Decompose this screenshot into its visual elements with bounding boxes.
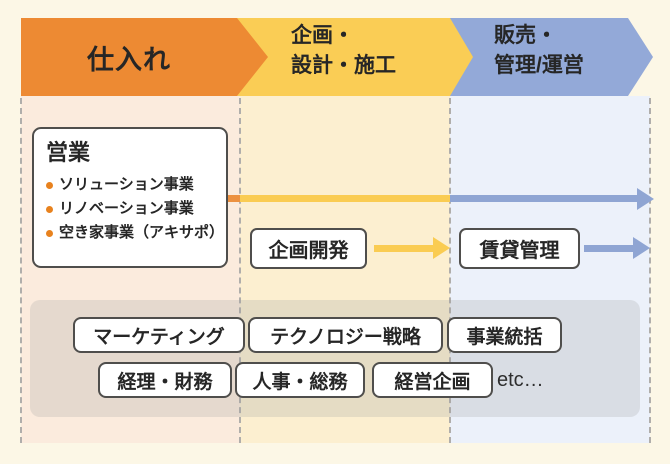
- stage-title-sales-management: 販売・ 管理/運営: [494, 21, 584, 81]
- flow-arrow2-blue-head-icon: [633, 237, 650, 259]
- rental-management-box: 賃貸管理: [459, 228, 580, 269]
- list-item-vacant-house-business: 空き家事業（アキサポ）: [46, 221, 224, 245]
- bullet-icon: [46, 181, 53, 189]
- stage-chevron-purchasing: [21, 18, 268, 96]
- sales-department-box: 営業 ソリューション事業 リノベーション事業 空き家事業（アキサポ）: [32, 127, 228, 268]
- list-item-solution-business: ソリューション事業: [46, 173, 215, 197]
- stage-title-planning-design: 企画・ 設計・施工: [291, 21, 396, 81]
- column-divider: [649, 98, 651, 443]
- stage-chevron-planning-design: [237, 18, 473, 96]
- support-box-corporate-planning: 経営企画: [372, 362, 493, 398]
- flow-arrow2-yellow-head-icon: [433, 237, 450, 259]
- list-item-label: リノベーション事業: [59, 200, 194, 217]
- flow-arrow2-yellow-segment: [374, 245, 434, 252]
- stage-chevrons: [21, 18, 653, 96]
- list-item-renovation-business: リノベーション事業: [46, 197, 215, 221]
- bullet-icon: [46, 229, 53, 237]
- list-item-label: ソリューション事業: [59, 176, 194, 193]
- support-box-hr-general-affairs: 人事・総務: [235, 362, 365, 398]
- stage-title-line2: 設計・施工: [291, 54, 396, 77]
- planning-development-box: 企画開発: [250, 228, 367, 269]
- flow-arrow1-orange-segment: [228, 195, 240, 202]
- flow-arrow1-blue-segment: [450, 195, 637, 202]
- column-divider: [449, 98, 451, 443]
- support-box-business-supervision: 事業統括: [447, 317, 562, 353]
- support-box-marketing: マーケティング: [73, 317, 245, 353]
- column-divider: [239, 98, 241, 443]
- support-box-technology-strategy: テクノロジー戦略: [248, 317, 443, 353]
- stage-title-line2: 管理/運営: [494, 54, 584, 77]
- etc-label: etc…: [497, 368, 544, 391]
- sales-box-title: 営業: [46, 140, 91, 165]
- column-divider: [20, 98, 22, 443]
- flow-arrow2-blue-segment: [584, 245, 634, 252]
- stage-title-line1: 販売・: [494, 24, 557, 47]
- support-box-accounting-finance: 経理・財務: [98, 362, 232, 398]
- list-item-label: 空き家事業（アキサポ）: [59, 224, 225, 241]
- flow-arrow1-head-icon: [637, 188, 654, 210]
- stage-chevron-sales-management: [450, 18, 653, 96]
- stage-title-purchasing: 仕入れ: [87, 44, 171, 75]
- bullet-icon: [46, 205, 53, 213]
- stage-title-line1: 企画・: [291, 24, 354, 47]
- flow-arrow1-yellow-segment: [240, 195, 450, 202]
